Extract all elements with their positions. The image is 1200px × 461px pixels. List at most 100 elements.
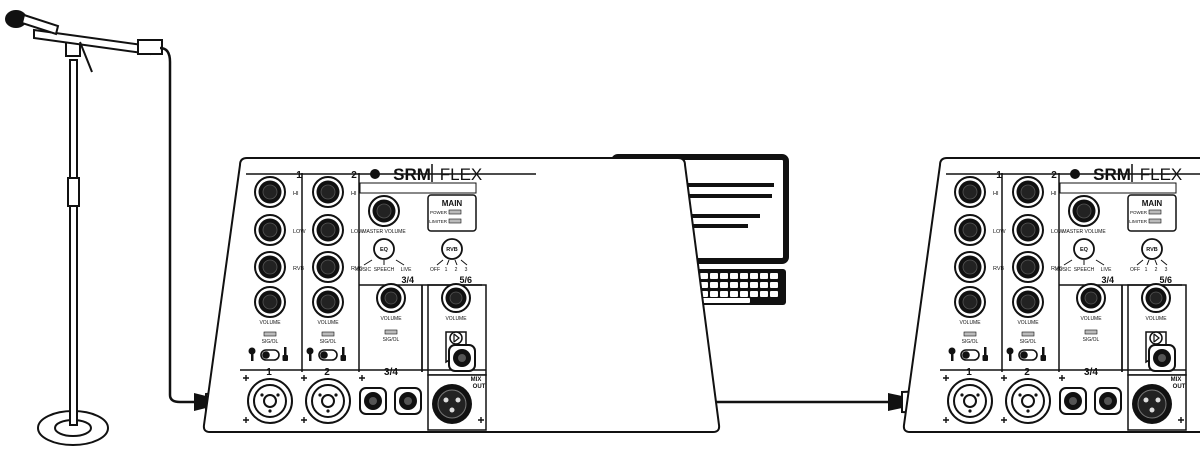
- ch2-rvb-label: RVB: [1051, 266, 1063, 272]
- ch34-volume-label: VOLUME: [380, 316, 402, 322]
- ch1-volume-knob[interactable]: [254, 286, 286, 318]
- rvb-1-label: 1: [445, 267, 448, 273]
- ch56-volume-knob[interactable]: [441, 283, 471, 313]
- ch1-mic-inst-switch[interactable]: [948, 347, 989, 361]
- ch2-volume-knob[interactable]: [312, 286, 344, 318]
- ch2-mic-inst-switch[interactable]: [306, 347, 347, 361]
- screw-icon: [1178, 417, 1184, 423]
- input-1-combo-jack[interactable]: [247, 378, 293, 424]
- mackie-logo-icon: [1070, 169, 1080, 179]
- ch1-low-label: LOW: [993, 229, 1006, 235]
- screw-icon: [1059, 375, 1065, 381]
- input-4-jack[interactable]: [1094, 387, 1122, 415]
- ch2-hi-knob[interactable]: [312, 176, 344, 208]
- ch2-sig-led: [321, 331, 335, 337]
- master-volume-knob[interactable]: [368, 195, 400, 227]
- ch34-volume-knob[interactable]: [1076, 283, 1106, 313]
- input-4-jack[interactable]: [394, 387, 422, 415]
- ch2-input-number: 2: [324, 367, 330, 378]
- ch2-volume-label: VOLUME: [1017, 320, 1039, 326]
- ch1-mic-inst-switch[interactable]: [248, 347, 289, 361]
- ch56-volume-label: VOLUME: [1145, 316, 1167, 322]
- microphone-icon: [5, 10, 60, 36]
- aux-in-jack[interactable]: [1148, 344, 1176, 372]
- ch56-volume-knob[interactable]: [1141, 283, 1171, 313]
- ch2-mic-inst-switch[interactable]: [1006, 347, 1047, 361]
- key-icon: [750, 291, 758, 297]
- input-3-jack[interactable]: [359, 387, 387, 415]
- ch2-hi-knob[interactable]: [1012, 176, 1044, 208]
- ch34-sig-led: [1084, 329, 1098, 335]
- ch1-sig-led: [963, 331, 977, 337]
- eq-button[interactable]: [1073, 238, 1095, 260]
- ch1-hi-label: HI: [993, 191, 999, 197]
- channel-56-number: 5/6: [459, 275, 472, 285]
- ch2-low-knob[interactable]: [1012, 214, 1044, 246]
- channel-2-number: 2: [351, 170, 357, 181]
- key-icon: [770, 273, 778, 279]
- rvb-3-label: 3: [1165, 267, 1168, 273]
- main-limiter-label: LIMITER: [429, 219, 448, 224]
- input-3-jack[interactable]: [1059, 387, 1087, 415]
- key-icon: [740, 291, 748, 297]
- mix-out-xlr-jack[interactable]: [427, 374, 487, 431]
- ch1-rvb-label: RVB: [293, 266, 305, 272]
- ch1-input-number: 1: [266, 367, 272, 378]
- brand-srm: SRM: [393, 165, 431, 184]
- ch1-low-knob[interactable]: [254, 214, 286, 246]
- key-icon: [720, 291, 728, 297]
- rvb-button-label: RVB: [1146, 247, 1158, 253]
- ch1-rvb-knob[interactable]: [254, 251, 286, 283]
- key-icon: [700, 282, 708, 288]
- mix-out-xlr-jack[interactable]: [1127, 374, 1187, 431]
- screw-icon: [478, 417, 484, 423]
- brand-srm: SRM: [1093, 165, 1131, 184]
- ch2-sig-ol-label: SIG/OL: [1020, 339, 1037, 345]
- screw-icon: [943, 417, 949, 423]
- aux-in-jack[interactable]: [448, 344, 476, 372]
- eq-live-label: LIVE: [401, 267, 413, 273]
- key-icon: [730, 291, 738, 297]
- key-icon: [730, 282, 738, 288]
- ch1-sig-ol-label: SIG/OL: [262, 339, 279, 345]
- screw-icon: [243, 375, 249, 381]
- master-volume-knob[interactable]: [1068, 195, 1100, 227]
- ch1-rvb-knob[interactable]: [954, 251, 986, 283]
- main-power-label: POWER: [430, 210, 448, 215]
- input-2-combo-jack[interactable]: [305, 378, 351, 424]
- ch1-sig-ol-label: SIG/OL: [962, 339, 979, 345]
- screw-icon: [301, 417, 307, 423]
- key-icon: [760, 273, 768, 279]
- eq-live-label: LIVE: [1101, 267, 1113, 273]
- key-icon: [770, 282, 778, 288]
- ch2-rvb-knob[interactable]: [312, 251, 344, 283]
- ch1-sig-led: [263, 331, 277, 337]
- key-icon: [750, 282, 758, 288]
- ch34-volume-knob[interactable]: [376, 283, 406, 313]
- power-led: [448, 209, 462, 215]
- ch2-volume-knob[interactable]: [1012, 286, 1044, 318]
- ch2-sig-ol-label: SIG/OL: [320, 339, 337, 345]
- ch1-volume-knob[interactable]: [954, 286, 986, 318]
- ch2-low-knob[interactable]: [312, 214, 344, 246]
- screw-icon: [243, 417, 249, 423]
- key-icon: [740, 273, 748, 279]
- eq-music-label: MUSIC: [1055, 267, 1072, 273]
- eq-button[interactable]: [373, 238, 395, 260]
- ch1-low-knob[interactable]: [954, 214, 986, 246]
- ch1-volume-label: VOLUME: [259, 320, 281, 326]
- input-2-combo-jack[interactable]: [1005, 378, 1051, 424]
- ch1-hi-knob[interactable]: [954, 176, 986, 208]
- rvb-button[interactable]: [1141, 238, 1163, 260]
- ch1-hi-knob[interactable]: [254, 176, 286, 208]
- rvb-button[interactable]: [441, 238, 463, 260]
- key-icon: [710, 282, 718, 288]
- main-title: MAIN: [1142, 199, 1163, 208]
- channel-1-number: 1: [996, 170, 1002, 181]
- input-1-combo-jack[interactable]: [947, 378, 993, 424]
- key-icon: [720, 273, 728, 279]
- key-icon: [700, 273, 708, 279]
- key-icon: [720, 282, 728, 288]
- ch2-rvb-knob[interactable]: [1012, 251, 1044, 283]
